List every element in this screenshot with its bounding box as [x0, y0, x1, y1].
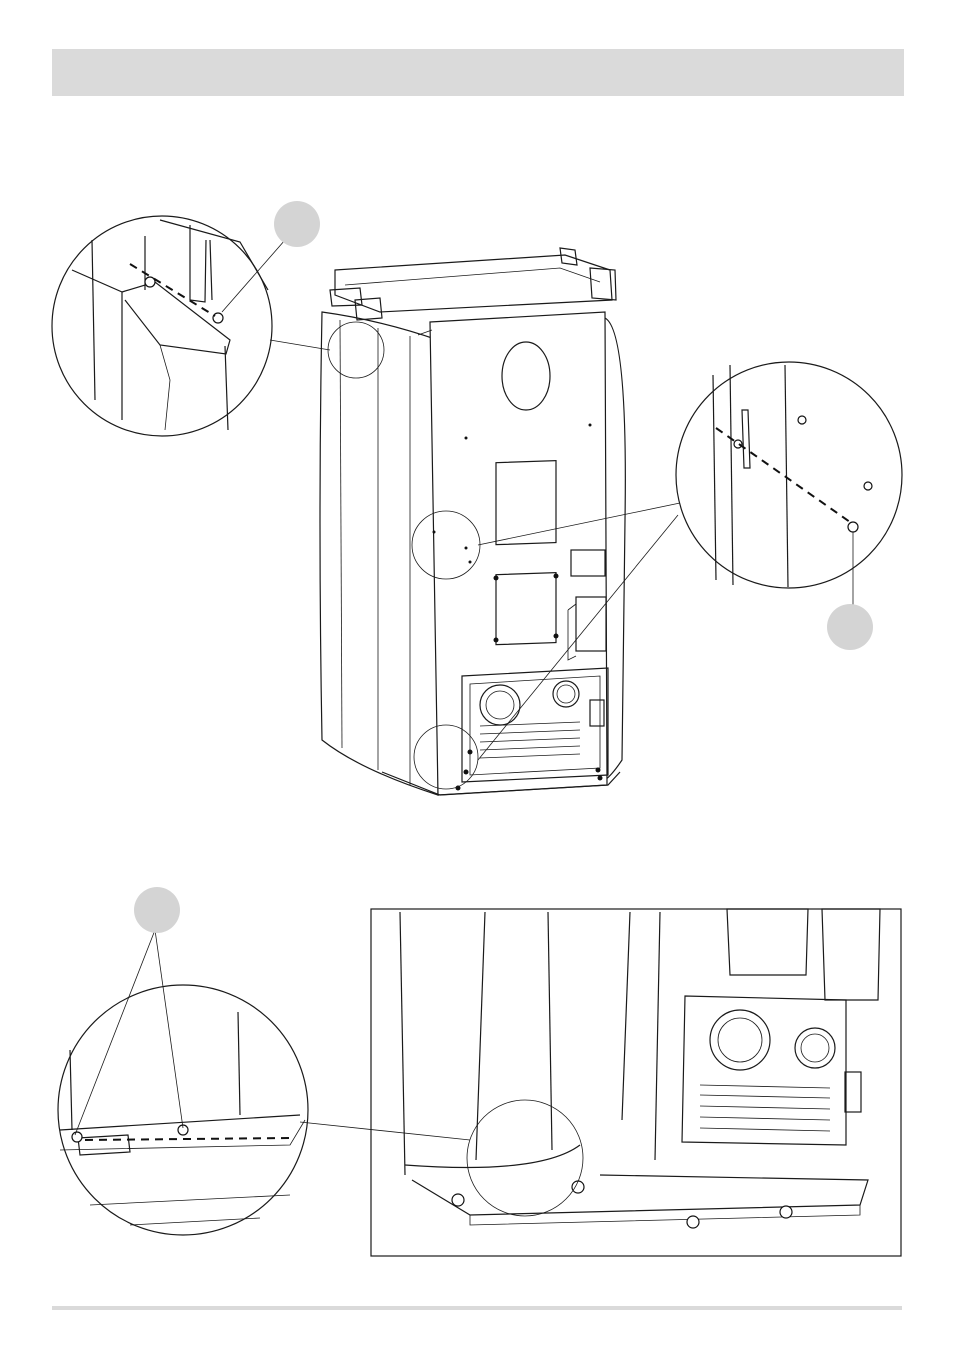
detail-bottom-left — [57, 929, 471, 1236]
callout-circle-right — [827, 604, 873, 650]
detail-bottom-right — [370, 908, 902, 1257]
header-bar — [52, 49, 904, 96]
detail-right — [675, 361, 903, 606]
footer-rule — [52, 1306, 902, 1310]
detail-marker-bottom — [413, 724, 479, 790]
callout-circle-top-left — [274, 201, 320, 247]
detail-top-left — [51, 215, 286, 437]
callout-circle-bottom-left — [134, 887, 180, 933]
detail-marker-top — [327, 321, 385, 379]
stove-rear-view — [319, 247, 626, 796]
detail-marker-middle — [411, 510, 481, 580]
